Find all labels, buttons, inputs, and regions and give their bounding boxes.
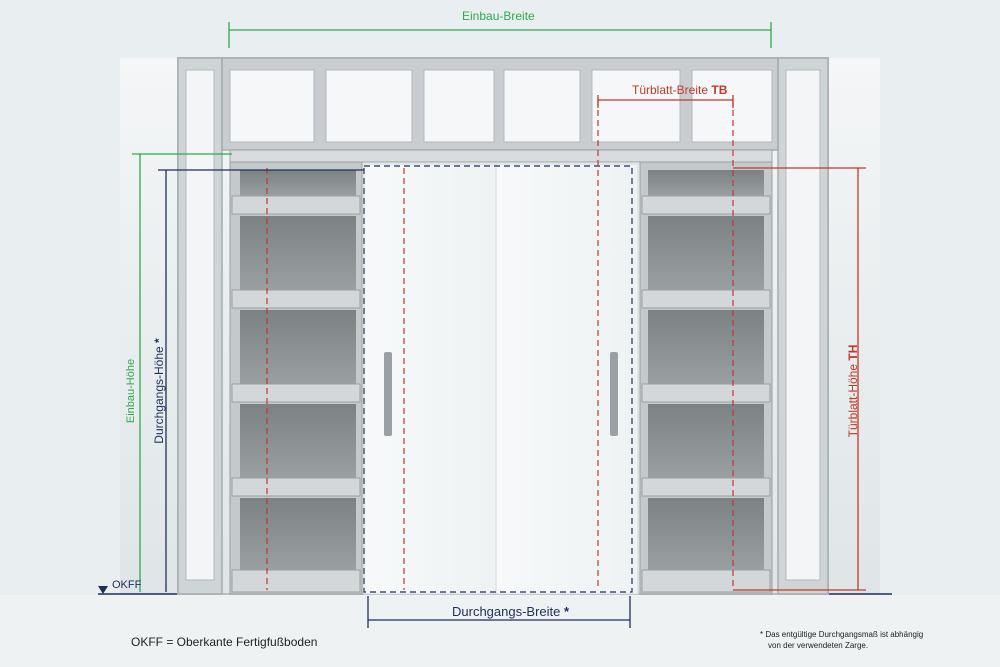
durchgangs-breite-label: Durchgangs-Breite * [452, 604, 569, 619]
right-door-handle [610, 352, 618, 436]
left-pocket-cassette [229, 161, 363, 595]
durchgangs-hoehe-label: Durchgangs-Höhe * [152, 336, 166, 446]
einbau-breite-dimension [228, 22, 772, 48]
transom-panels [229, 69, 773, 143]
left-door-handle [384, 352, 392, 436]
tuerblatt-breite-text: Türblatt-Breite [632, 83, 709, 97]
durchgangs-hoehe-text: Durchgangs-Höhe [152, 346, 166, 444]
durchgangs-breite-asterisk: * [564, 604, 570, 619]
okff-legend: OKFF = Oberkante Fertigfußboden [131, 635, 318, 649]
floor [0, 595, 1000, 667]
durchgangs-hoehe-asterisk: * [152, 338, 166, 343]
durchgangs-hoehe-dimension [158, 169, 364, 592]
header-beam [221, 57, 779, 151]
right-pocket-cassette [639, 161, 773, 595]
tuerblatt-hoehe-text: Türblatt-Höhe [846, 363, 860, 438]
tuerblatt-hoehe-abbr: TH [846, 344, 860, 361]
okff-triangle-icon [98, 586, 108, 594]
tuerblatt-breite-dimension [597, 95, 734, 108]
passage-outline [363, 165, 633, 593]
door-leaf-guides [266, 100, 734, 590]
footnote-line2: von der verwendeten Zarge. [768, 641, 869, 650]
tuerblatt-hoehe-label: Türblatt-Höhe TH [846, 336, 860, 446]
einbau-breite-label: Einbau-Breite [462, 9, 535, 23]
track-rail [229, 149, 773, 163]
tuerblatt-hoehe-dimension [733, 167, 866, 591]
okff-label: OKFF [112, 579, 142, 591]
durchgangs-breite-dimension [367, 596, 631, 628]
einbau-hoehe-label: Einbau-Höhe [125, 358, 137, 424]
durchgangs-breite-text: Durchgangs-Breite [452, 604, 561, 619]
tuerblatt-breite-abbr: TB [711, 83, 728, 97]
einbau-hoehe-dimension [132, 153, 232, 592]
footnote-line1: * Das entgültige Durchgangsmaß ist abhän… [760, 630, 924, 639]
tuerblatt-breite-label: Türblatt-Breite TB [632, 83, 727, 97]
